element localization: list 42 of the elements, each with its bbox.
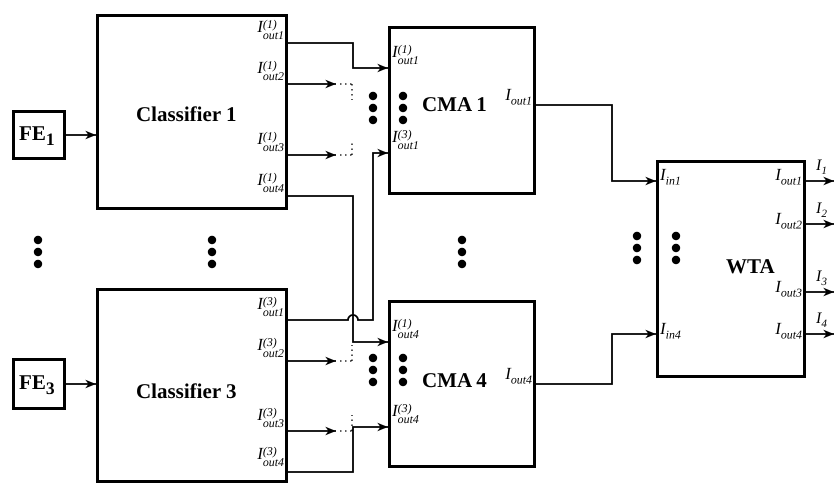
port-label: I$_{out1}$ [775,166,802,188]
block-box [96,14,288,210]
module-box [12,110,66,160]
arrow [536,330,656,385]
arrow [288,42,388,72]
edge-label: I$_{4}$ [816,311,827,330]
block-box [388,26,536,195]
edge-label: I$_{2}$ [816,201,827,220]
arrow [536,104,656,186]
arrow [288,422,388,473]
arrow [66,130,96,140]
port-label: I$_{out4}$ [775,320,802,342]
block-box [96,288,288,483]
block-box [656,160,806,378]
block-title: FE$_{3}$ [19,372,55,398]
port-label: I$_{in1}$ [660,166,681,188]
port-label: I$_{in4}$ [660,320,681,342]
port-label: I$_{out4}$ [505,365,532,386]
arrow [806,220,834,228]
arrow [288,426,336,436]
block-title: WTA [726,256,775,277]
block-title: Classifier 3 [136,381,237,402]
port-label: I$_{out1}$ [505,86,532,108]
port-label: I$_{out2}$ [775,210,802,232]
arrow [288,356,336,366]
arrow [288,150,336,160]
block-title: CMA 1 [422,94,487,115]
arrow [288,148,388,321]
arrow [806,330,834,338]
arrow [66,380,96,388]
block-title: CMA 4 [422,370,487,391]
arrow [288,80,336,88]
port-label: I$_{out3}$ [775,278,802,300]
arrow [806,176,834,186]
edge-label: I$_{1}$ [816,158,827,178]
arrow [806,288,834,296]
block-title: Classifier 1 [136,104,237,125]
edge-label: I$_{3}$ [816,269,827,288]
block-title: FE$_{1}$ [19,123,55,149]
block-box [388,300,536,468]
arrow [288,195,388,346]
module-box [12,358,66,410]
